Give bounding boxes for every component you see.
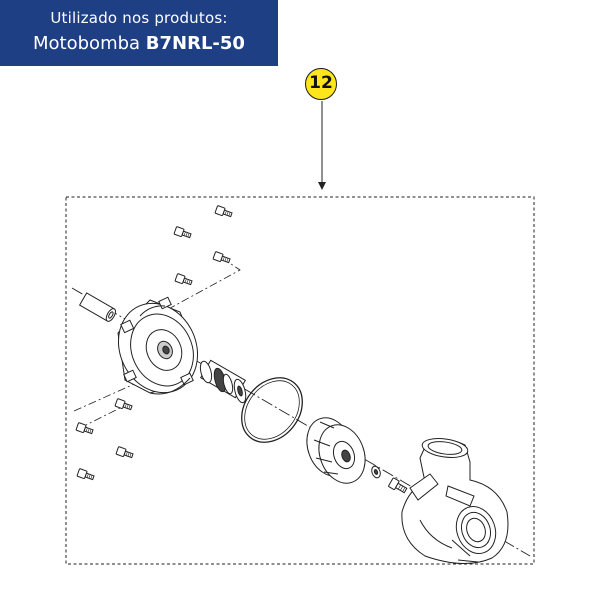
product-banner: Utilizado nos produtos: Motobomba B7NRL-… <box>0 0 278 66</box>
impeller-screw <box>388 477 408 494</box>
product-model: B7NRL-50 <box>145 33 245 54</box>
motor-bracket <box>117 296 199 395</box>
bushing <box>78 292 116 322</box>
product-prefix: Motobomba <box>33 33 141 54</box>
impeller <box>306 417 366 484</box>
mechanical-seal <box>199 359 247 404</box>
kit-boundary <box>65 196 535 565</box>
pump-casing <box>401 438 509 565</box>
part-number-badge: 12 <box>305 68 337 100</box>
screw <box>75 205 233 481</box>
o-ring <box>241 377 303 443</box>
product-name: Motobomba B7NRL-50 <box>0 31 278 57</box>
washer <box>371 465 381 479</box>
used-in-label: Utilizado nos produtos: <box>50 9 228 27</box>
